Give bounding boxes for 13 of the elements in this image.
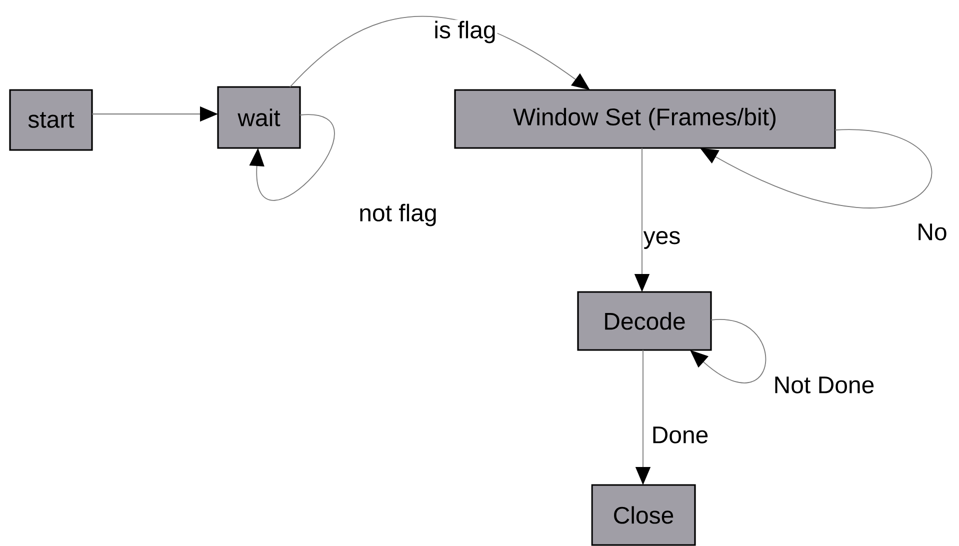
edge-label: No — [916, 222, 948, 242]
state-box: Window Set (Frames/bit) — [454, 89, 836, 149]
edge-label: Not Done — [772, 376, 876, 394]
arrow — [249, 114, 335, 201]
state-box: wait — [217, 86, 301, 149]
state-box: start — [9, 89, 93, 151]
edge-label: yes — [642, 230, 682, 250]
edge-label: not flag — [358, 202, 438, 228]
state-box: Decode — [577, 291, 712, 351]
edge-label: is flag — [432, 20, 498, 44]
arrow — [690, 320, 766, 384]
state-box: Close — [591, 484, 696, 546]
edge-label: Done — [650, 426, 710, 444]
